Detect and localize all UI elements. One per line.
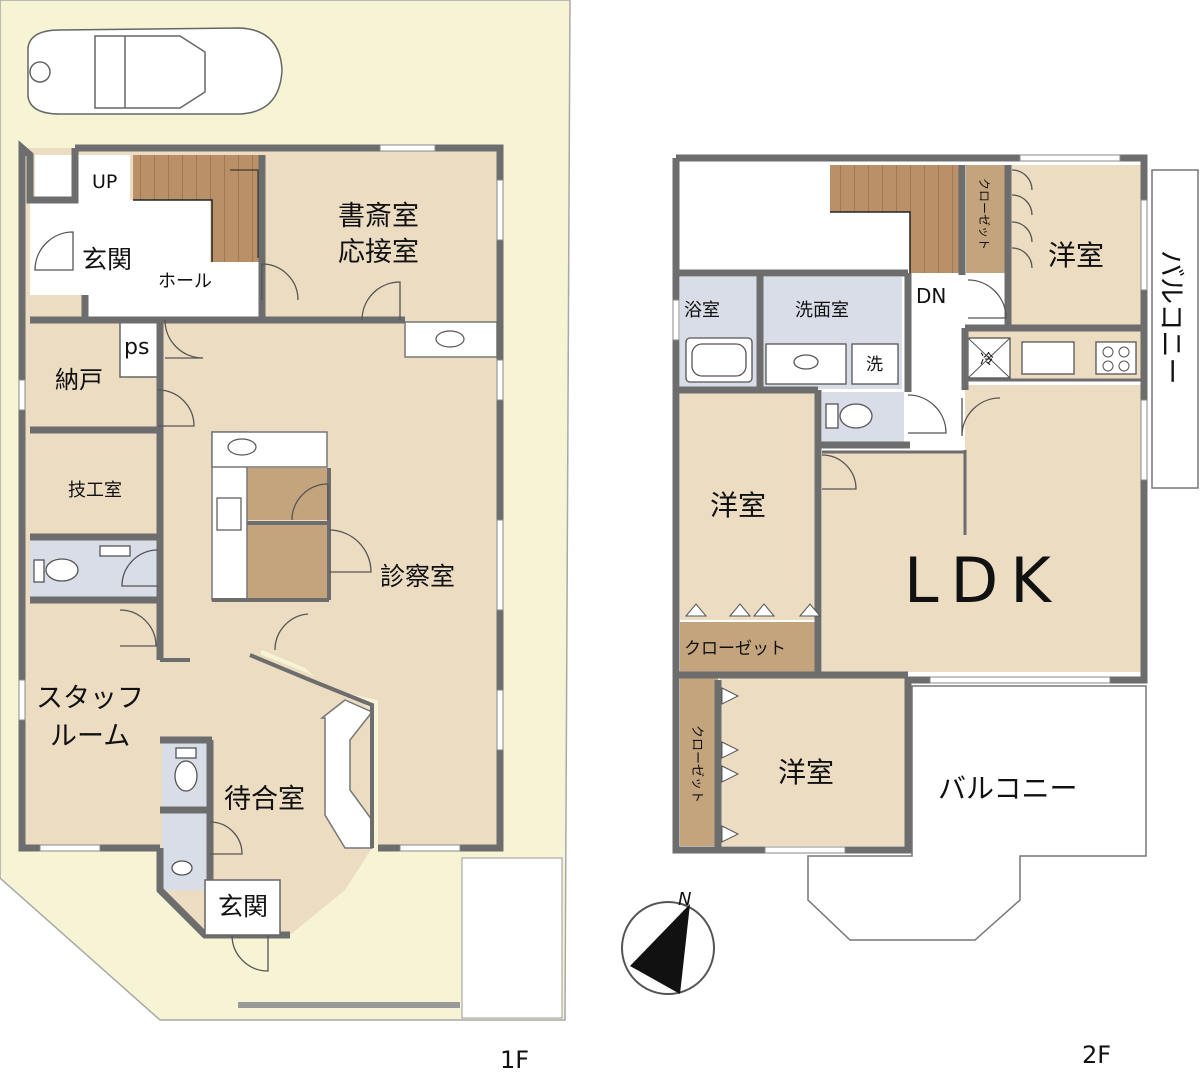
label-ps: ps xyxy=(124,335,149,360)
stairs-2f xyxy=(830,165,962,273)
compass-icon: N xyxy=(621,889,715,995)
floor-label-1f: 1F xyxy=(500,1046,529,1074)
stairs-1f xyxy=(133,155,262,262)
parking-slot-south xyxy=(461,857,563,1019)
exam-storage-b xyxy=(247,525,329,600)
ldk-floor xyxy=(822,385,1142,672)
compass-label: N xyxy=(678,889,691,910)
label-closet-w: クローゼット xyxy=(684,639,786,659)
walls-2f xyxy=(672,154,1148,854)
label-bath: 浴室 xyxy=(684,300,720,321)
label-balcony-south: バルコニー xyxy=(938,772,1077,805)
balcony-south xyxy=(807,685,1147,941)
closet-ne-floor xyxy=(966,165,1008,273)
label-lab: 技工室 xyxy=(68,480,122,501)
label-fridge: 冷 xyxy=(980,352,994,368)
western-sw-floor xyxy=(720,678,908,846)
label-exam: 診察室 xyxy=(380,562,455,591)
balcony-east xyxy=(1151,169,1199,489)
label-staff-2: ルーム xyxy=(50,721,130,752)
label-closet-sw: クローゼット xyxy=(689,725,704,803)
label-study-2: 応接室 xyxy=(338,237,419,268)
label-hall: ホール xyxy=(158,271,212,292)
label-stair-up: UP xyxy=(92,171,117,193)
label-waiting: 待合室 xyxy=(224,784,305,815)
label-closet-ne: クローゼット xyxy=(977,178,991,250)
label-study-1: 書斎室 xyxy=(338,201,419,232)
closet-w-floor xyxy=(680,622,818,672)
label-washer: 洗 xyxy=(866,355,883,375)
floor-1: UP 玄関 ホール 書斎室 応接室 ps 納戸 技工室 診察室 スタッフ ルーム… xyxy=(0,0,571,1074)
label-stair-down: DN xyxy=(916,284,946,308)
car-icon xyxy=(27,27,283,115)
label-western-sw: 洋室 xyxy=(778,756,834,789)
label-staff-1: スタッフ xyxy=(36,683,144,714)
floor-label-2f: 2F xyxy=(1082,1041,1111,1069)
western-ne-floor xyxy=(1010,165,1142,325)
closet-sw-floor xyxy=(680,678,718,846)
entrance-south-floor xyxy=(204,879,281,936)
label-balcony-east: バルコニー xyxy=(1155,250,1186,384)
label-entrance-north: 玄関 xyxy=(82,245,132,274)
sink-waiting xyxy=(162,812,210,890)
doors-1f xyxy=(34,231,401,972)
label-western-w: 洋室 xyxy=(710,489,766,522)
floor-2: N DN クローゼット 洋室 バルコニー 浴室 洗面室 洗 冷 洋室 LDK ク… xyxy=(621,154,1199,1069)
label-storage: 納戸 xyxy=(55,366,103,394)
label-ldk: LDK xyxy=(904,544,1063,617)
exam-sink xyxy=(404,321,498,358)
label-western-ne: 洋室 xyxy=(1048,239,1104,272)
exam-storage-a xyxy=(247,468,329,520)
study-room-floor xyxy=(265,155,497,320)
label-washroom: 洗面室 xyxy=(795,300,849,321)
doors-2f xyxy=(821,169,1033,490)
ps-shaft xyxy=(119,321,159,378)
western-w-floor xyxy=(680,392,818,620)
label-entrance-south: 玄関 xyxy=(218,892,268,921)
